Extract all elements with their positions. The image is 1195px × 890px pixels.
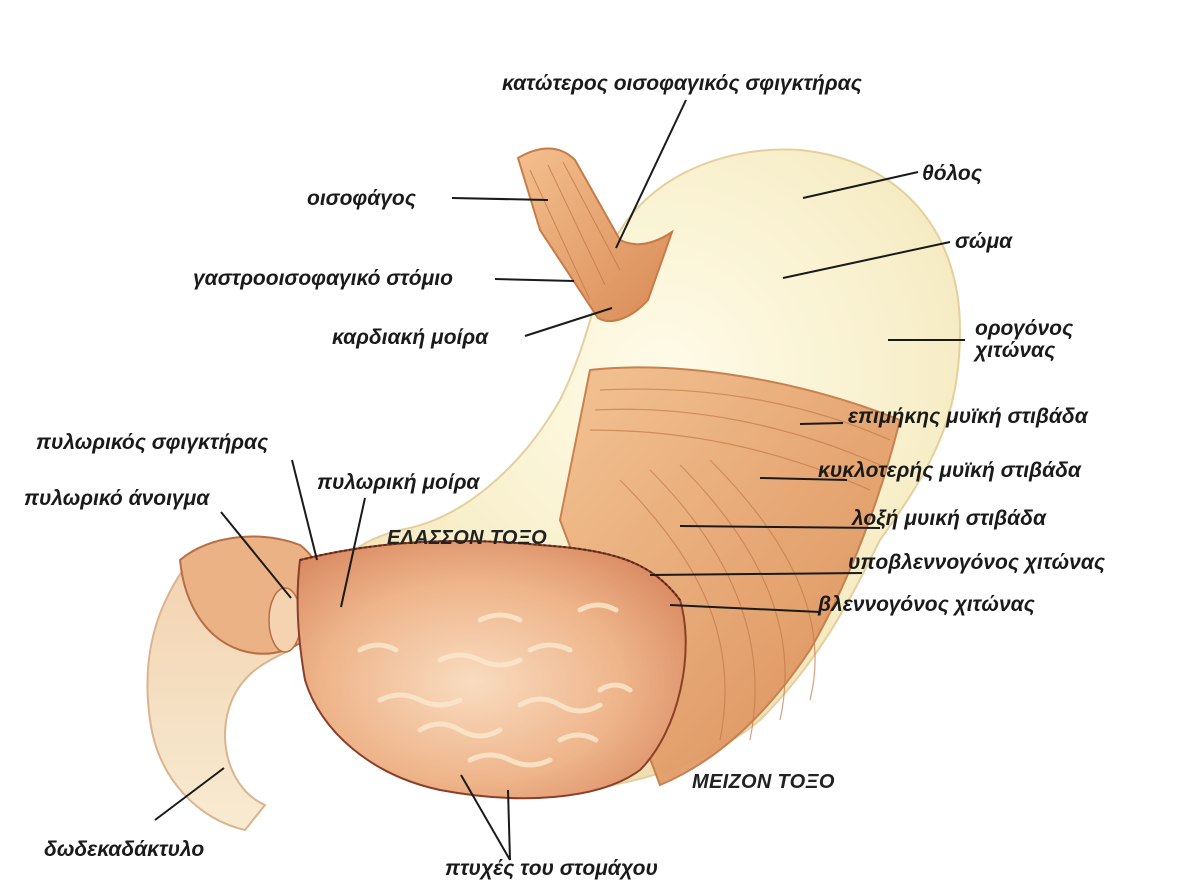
label-pyloric-part: πυλωρική μοίρα <box>317 471 479 494</box>
label-serosa-line2: χιτώνας <box>975 339 1055 362</box>
label-lesser-curvature: ΕΛΑΣΣΟΝ ΤΟΞΟ <box>387 527 547 549</box>
label-pyloric-opening: πυλωρικό άνοιγμα <box>24 487 209 510</box>
label-body: σώμα <box>955 230 1012 253</box>
label-serosa-line1: ορογόνος <box>975 317 1073 340</box>
label-circular-muscle: κυκλοτερής μυϊκή στιβάδα <box>818 459 1081 482</box>
label-oblique-muscle: λοξή μυική στιβάδα <box>852 507 1046 530</box>
label-duodenum: δωδεκαδάκτυλο <box>44 838 204 861</box>
label-gastric-folds: πτυχές του στομάχου <box>445 857 658 880</box>
label-fundus: θόλος <box>922 162 982 185</box>
mucosa-interior <box>298 541 686 798</box>
label-submucosa: υποβλεννογόνος χιτώνας <box>848 551 1105 574</box>
label-longitudinal-muscle: επιμήκης μυϊκή στιβάδα <box>848 405 1088 428</box>
label-cardia: καρδιακή μοίρα <box>332 326 488 349</box>
label-gastroesophageal-opening: γαστροοισοφαγικό στόμιο <box>193 267 453 290</box>
label-greater-curvature: ΜΕΙΖΟΝ ΤΟΞΟ <box>692 771 835 793</box>
label-pyloric-sphincter: πυλωρικός σφιγκτήρας <box>36 431 268 454</box>
label-esophagus: οισοφάγος <box>307 187 416 210</box>
label-lower-esophageal-sphincter: κατώτερος οισοφαγικός σφιγκτήρας <box>502 72 862 95</box>
label-mucosa: βλεννογόνος χιτώνας <box>818 593 1035 616</box>
label-serosa: ορογόνος χιτώνας <box>975 318 1085 362</box>
